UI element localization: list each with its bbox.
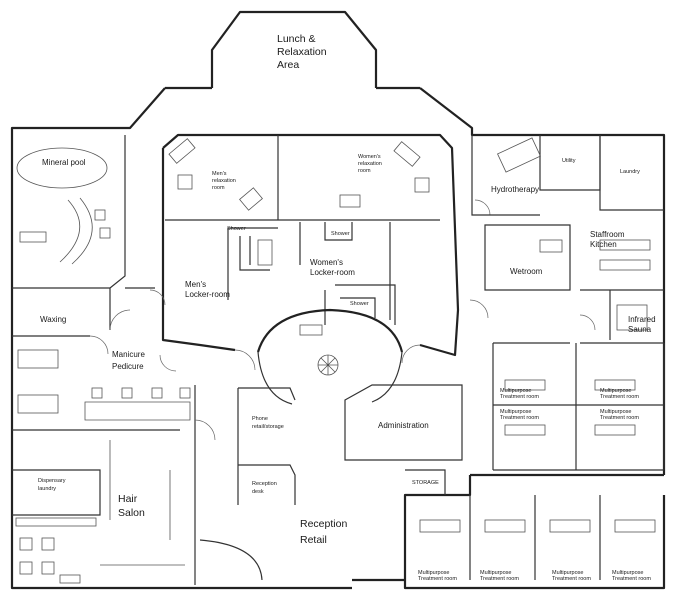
label-utility: Utility	[562, 158, 576, 164]
label-shower-womens-1: Shower	[331, 231, 350, 237]
label-waxing: Waxing	[40, 315, 66, 324]
label-hydrotherapy: Hydrotherapy	[491, 185, 539, 194]
right-wing-walls	[469, 135, 665, 580]
mineral-pool	[16, 147, 111, 265]
right-wing-furniture	[419, 137, 656, 533]
changing-block-furniture	[168, 138, 430, 336]
pool-basin	[16, 147, 108, 189]
hair-salon-stations	[15, 440, 185, 584]
manicure-stations	[17, 349, 191, 421]
rotunda	[256, 308, 404, 405]
label-mineral-pool: Mineral pool	[42, 158, 86, 167]
left-wing-walls	[12, 135, 196, 585]
label-shower-mens: Shower	[227, 226, 246, 232]
hydrotherapy-bath	[497, 137, 541, 173]
changing-block-walls	[161, 133, 460, 357]
doors	[89, 199, 596, 441]
reception-walls	[199, 384, 463, 581]
label-administration: Administration	[378, 421, 429, 430]
label-shower-womens-2: Shower	[350, 301, 369, 307]
label-storage: STORAGE	[412, 480, 439, 486]
label-wetroom: Wetroom	[510, 267, 543, 276]
label-laundry: Laundry	[620, 169, 640, 175]
